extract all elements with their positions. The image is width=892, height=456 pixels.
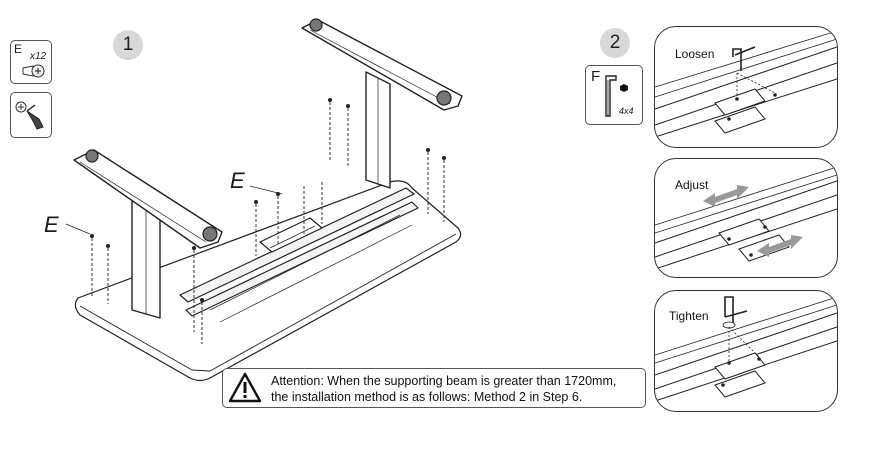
step-number-2: 2: [600, 28, 630, 58]
hex-key-icon: [605, 75, 628, 117]
detail-panel-tighten: Tighten: [654, 290, 838, 412]
tighten-label: Tighten: [669, 309, 709, 323]
attention-text: Attention: When the supporting beam is g…: [271, 373, 616, 405]
screw-icon: [22, 64, 45, 78]
part-e-box: E x12: [10, 40, 52, 84]
attention-line-1: Attention: When the supporting beam is g…: [271, 374, 617, 388]
detail-panel-loosen: Loosen: [654, 26, 838, 148]
crossbeam: [179, 187, 415, 303]
adjust-label: Adjust: [675, 178, 709, 192]
callout-e-lower: E: [44, 212, 59, 237]
part-e-quantity: x12: [30, 51, 47, 62]
attention-line-2: the installation method is as follows: M…: [271, 390, 583, 404]
part-e-letter: E: [14, 42, 23, 56]
attention-notice: Attention: When the supporting beam is g…: [222, 368, 646, 408]
screwdriver-icon: [15, 101, 44, 130]
callout-e-upper: E: [230, 168, 245, 193]
step-number-1: 1: [113, 30, 143, 60]
beam-loosen-illustration: [655, 30, 837, 138]
part-f-size: 4x4: [619, 106, 634, 116]
part-f-letter: F: [591, 68, 601, 85]
loosen-label: Loosen: [675, 47, 715, 61]
beam-tighten-illustration: [655, 296, 837, 402]
detail-panel-adjust: Adjust: [654, 158, 838, 278]
warning-icon: [228, 372, 262, 403]
part-f-box: F 4x4: [585, 65, 643, 125]
desk-frame-illustration: [65, 18, 463, 382]
screwdriver-box: [10, 92, 52, 138]
beam-adjust-illustration: [655, 166, 837, 270]
control-box: [259, 217, 323, 253]
